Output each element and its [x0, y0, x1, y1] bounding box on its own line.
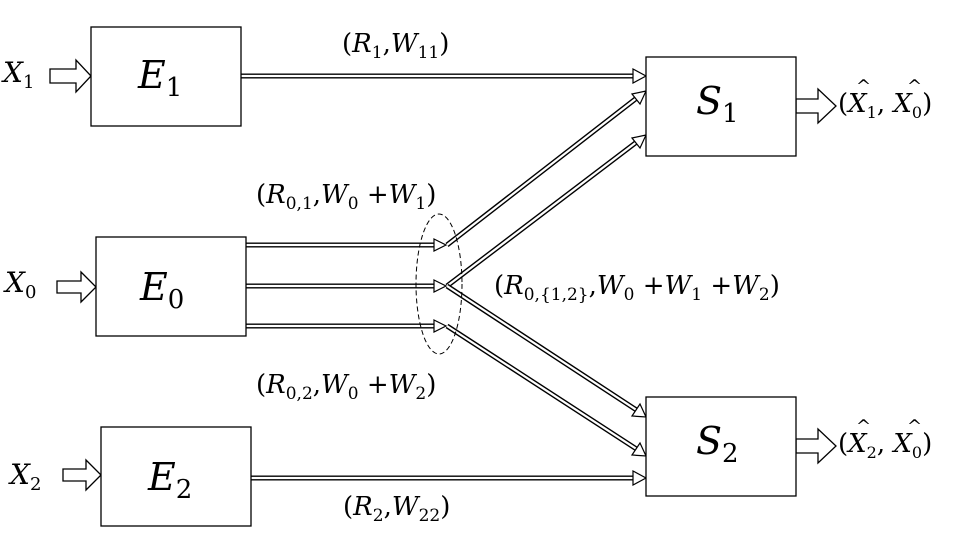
s2-output-arrow [795, 427, 837, 465]
link-top-to-s1 [445, 90, 648, 247]
decoder-s2-box [645, 396, 797, 497]
source-x2-label: X2 [8, 458, 41, 495]
link-e1-to-s1 [241, 67, 648, 85]
link-bottom-to-s2 [445, 323, 647, 457]
svg-text:^: ^ [856, 416, 871, 437]
svg-text:^: ^ [856, 76, 871, 97]
output-s2-label: (X2, X0) ^ ^ [838, 416, 932, 462]
link-e0-mid-stub [246, 279, 448, 293]
link-e0-bottom-stub [246, 319, 448, 333]
encoder-e0-box [95, 236, 247, 337]
encoder-e2-box [100, 426, 252, 527]
link-mid-to-s1 [445, 134, 648, 288]
rate-label-e2: (R2,W22) [343, 492, 450, 526]
x2-input-arrow [62, 458, 102, 492]
common-message-group-ellipse [415, 213, 463, 355]
svg-text:^: ^ [907, 416, 922, 437]
encoder-e2-label: E2 [147, 455, 192, 505]
decoder-s1-label: S1 [696, 79, 739, 129]
svg-text:(X2, X0): (X2, X0) [838, 429, 932, 462]
encoder-e1-box [90, 26, 242, 127]
link-e2-to-s2 [251, 469, 648, 487]
link-mid-to-s2 [445, 283, 647, 418]
svg-text:^: ^ [907, 76, 922, 97]
svg-text:(X1, X0): (X1, X0) [838, 89, 932, 122]
decoder-s1-box [645, 56, 797, 157]
encoder-e0-label: E0 [139, 265, 184, 315]
rate-label-e0-to-s2: (R0,2,W0 +W2) [256, 370, 436, 404]
rate-label-e0-common: (R0,{1,2},W0 +W1 +W2) [494, 271, 780, 305]
encoder-e1-label: E1 [137, 53, 182, 103]
x1-input-arrow [49, 58, 92, 94]
output-s1-label: (X1, X0) ^ ^ [838, 76, 932, 122]
s1-output-arrow [795, 87, 837, 125]
x0-input-arrow [56, 270, 97, 304]
decoder-s2-label: S2 [696, 419, 739, 469]
source-x1-label: X1 [1, 56, 34, 93]
link-e0-top-stub [246, 238, 448, 252]
source-x0-label: X0 [3, 266, 36, 303]
rate-label-e1: (R1,W11) [342, 29, 449, 63]
rate-label-e0-to-s1: (R0,1,W0 +W1) [256, 180, 436, 214]
